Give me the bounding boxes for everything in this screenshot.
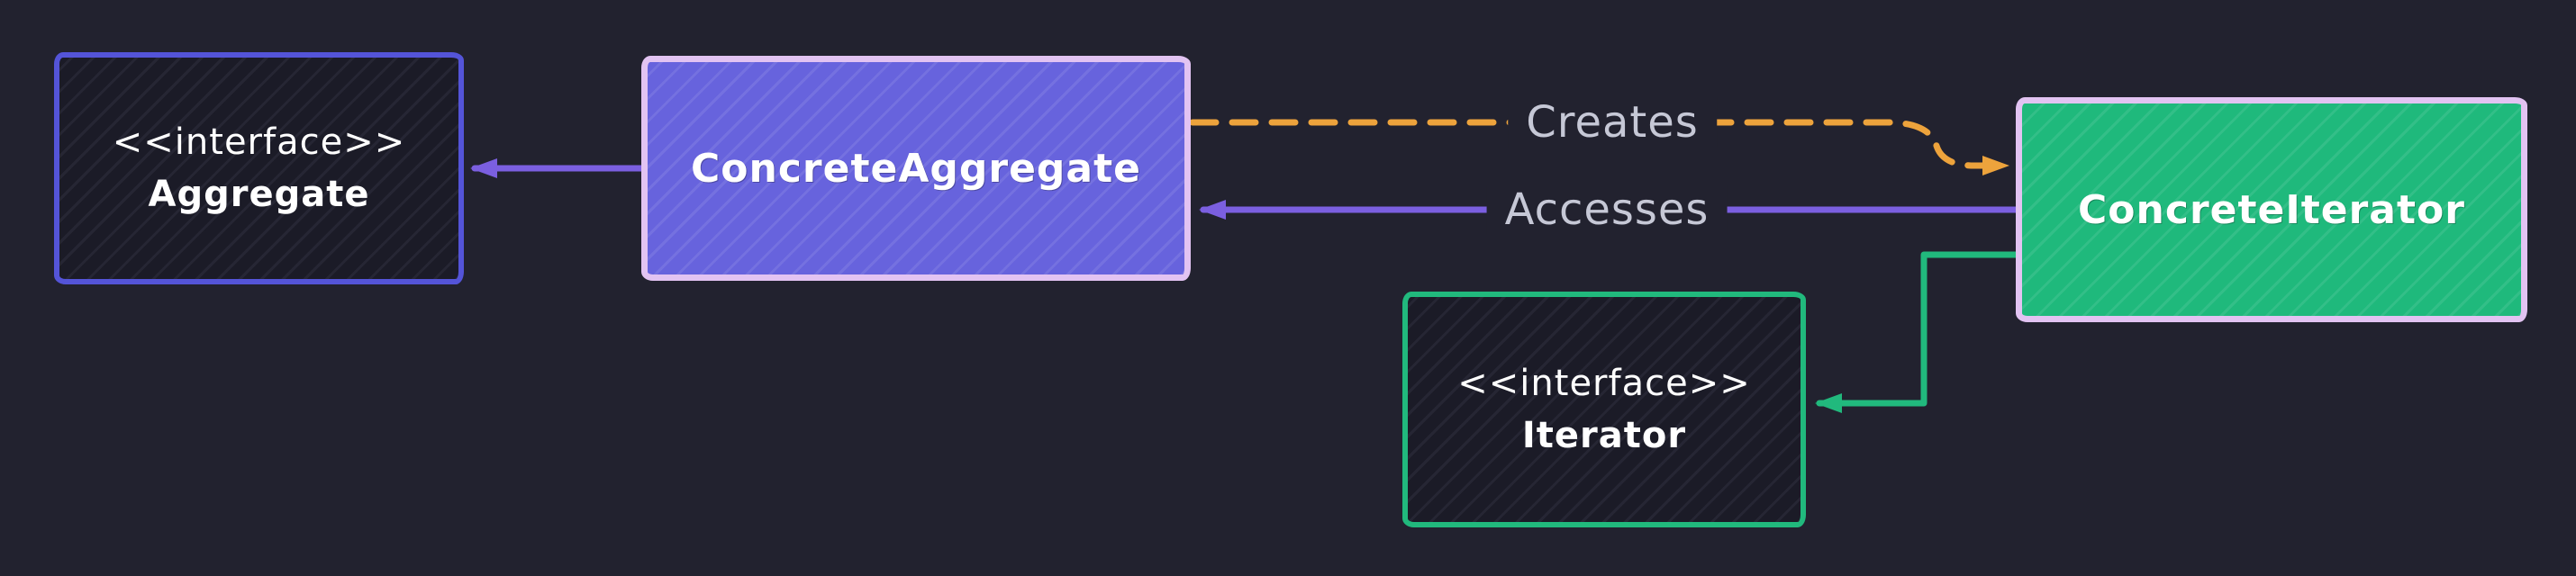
- node-iterator-interface[interactable]: <<interface>> Iterator: [1402, 292, 1806, 527]
- edge-creates[interactable]: [1189, 119, 2009, 176]
- edge-concrete-iterator-to-iterator[interactable]: [1815, 251, 2019, 413]
- iterator-stereotype: <<interface>>: [1457, 363, 1751, 404]
- iterator-name: Iterator: [1521, 415, 1687, 456]
- node-concrete-iterator[interactable]: ConcreteIterator: [2016, 97, 2527, 322]
- node-concrete-aggregate[interactable]: ConcreteAggregate: [641, 56, 1191, 281]
- concrete-aggregate-name: ConcreteAggregate: [691, 145, 1141, 192]
- node-aggregate-interface[interactable]: <<interface>> Aggregate: [54, 52, 464, 284]
- concrete-iterator-name: ConcreteIterator: [2078, 186, 2465, 233]
- edge-label-accesses[interactable]: Accesses: [1486, 184, 1728, 235]
- aggregate-name: Aggregate: [148, 174, 370, 215]
- aggregate-stereotype: <<interface>>: [112, 122, 406, 163]
- edge-label-creates[interactable]: Creates: [1508, 97, 1717, 148]
